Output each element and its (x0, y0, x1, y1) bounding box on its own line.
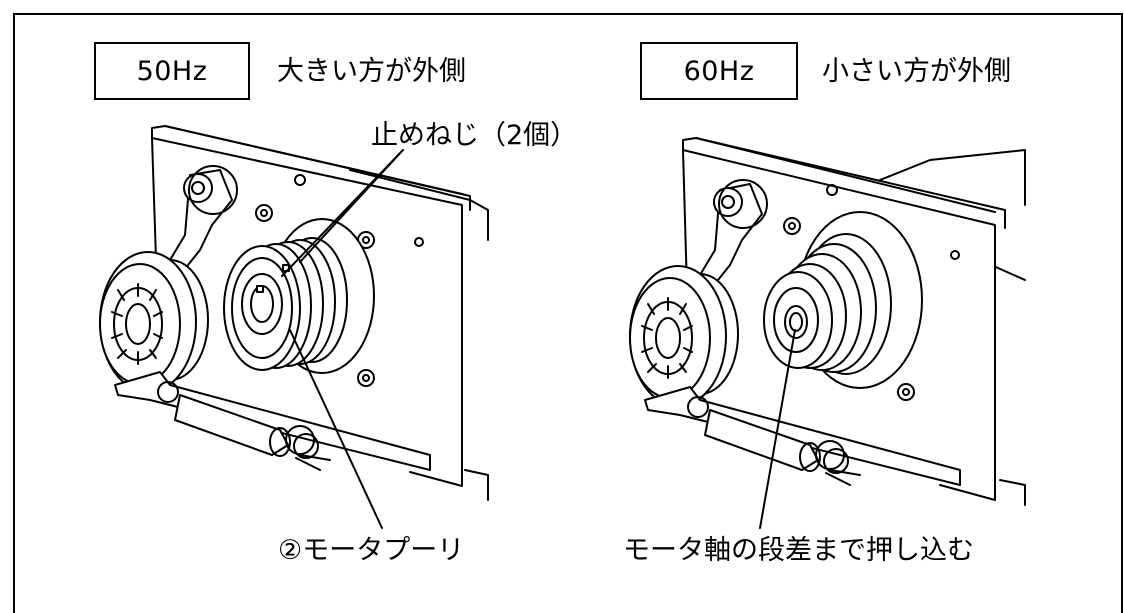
leader-motor-shaft (759, 329, 796, 529)
caption-60hz: 小さい方が外側 (822, 56, 1011, 87)
pulley-illustrations (99, 125, 1026, 529)
frequency-label-50hz: 50Hz (136, 55, 208, 87)
left-assembly-illustration (99, 125, 489, 529)
left-tension-arm (169, 169, 233, 276)
callout-motor-shaft: モータ軸の段差まで押し込む (623, 535, 974, 566)
right-assembly-illustration (629, 137, 1026, 529)
figure-frame (13, 13, 1123, 613)
right-tension-arm (699, 183, 763, 291)
right-spring (704, 409, 819, 471)
right-idler-pulley (629, 265, 739, 407)
leader-motor-pulley (289, 329, 383, 529)
left-idler-pulley (99, 251, 209, 393)
callout-set-screw: 止めねじ（2個） (371, 120, 578, 151)
leader-set-screw (281, 149, 404, 277)
frequency-box-60hz: 60Hz (640, 42, 798, 100)
right-motor-pulley (763, 211, 923, 389)
left-spring (174, 394, 289, 456)
left-bolt (255, 204, 375, 387)
caption-50hz: 大きい方が外側 (277, 56, 466, 87)
callout-motor-pulley: ②モータプーリ (278, 535, 465, 566)
frequency-label-60hz: 60Hz (683, 55, 755, 87)
frequency-box-50hz: 50Hz (94, 42, 250, 100)
